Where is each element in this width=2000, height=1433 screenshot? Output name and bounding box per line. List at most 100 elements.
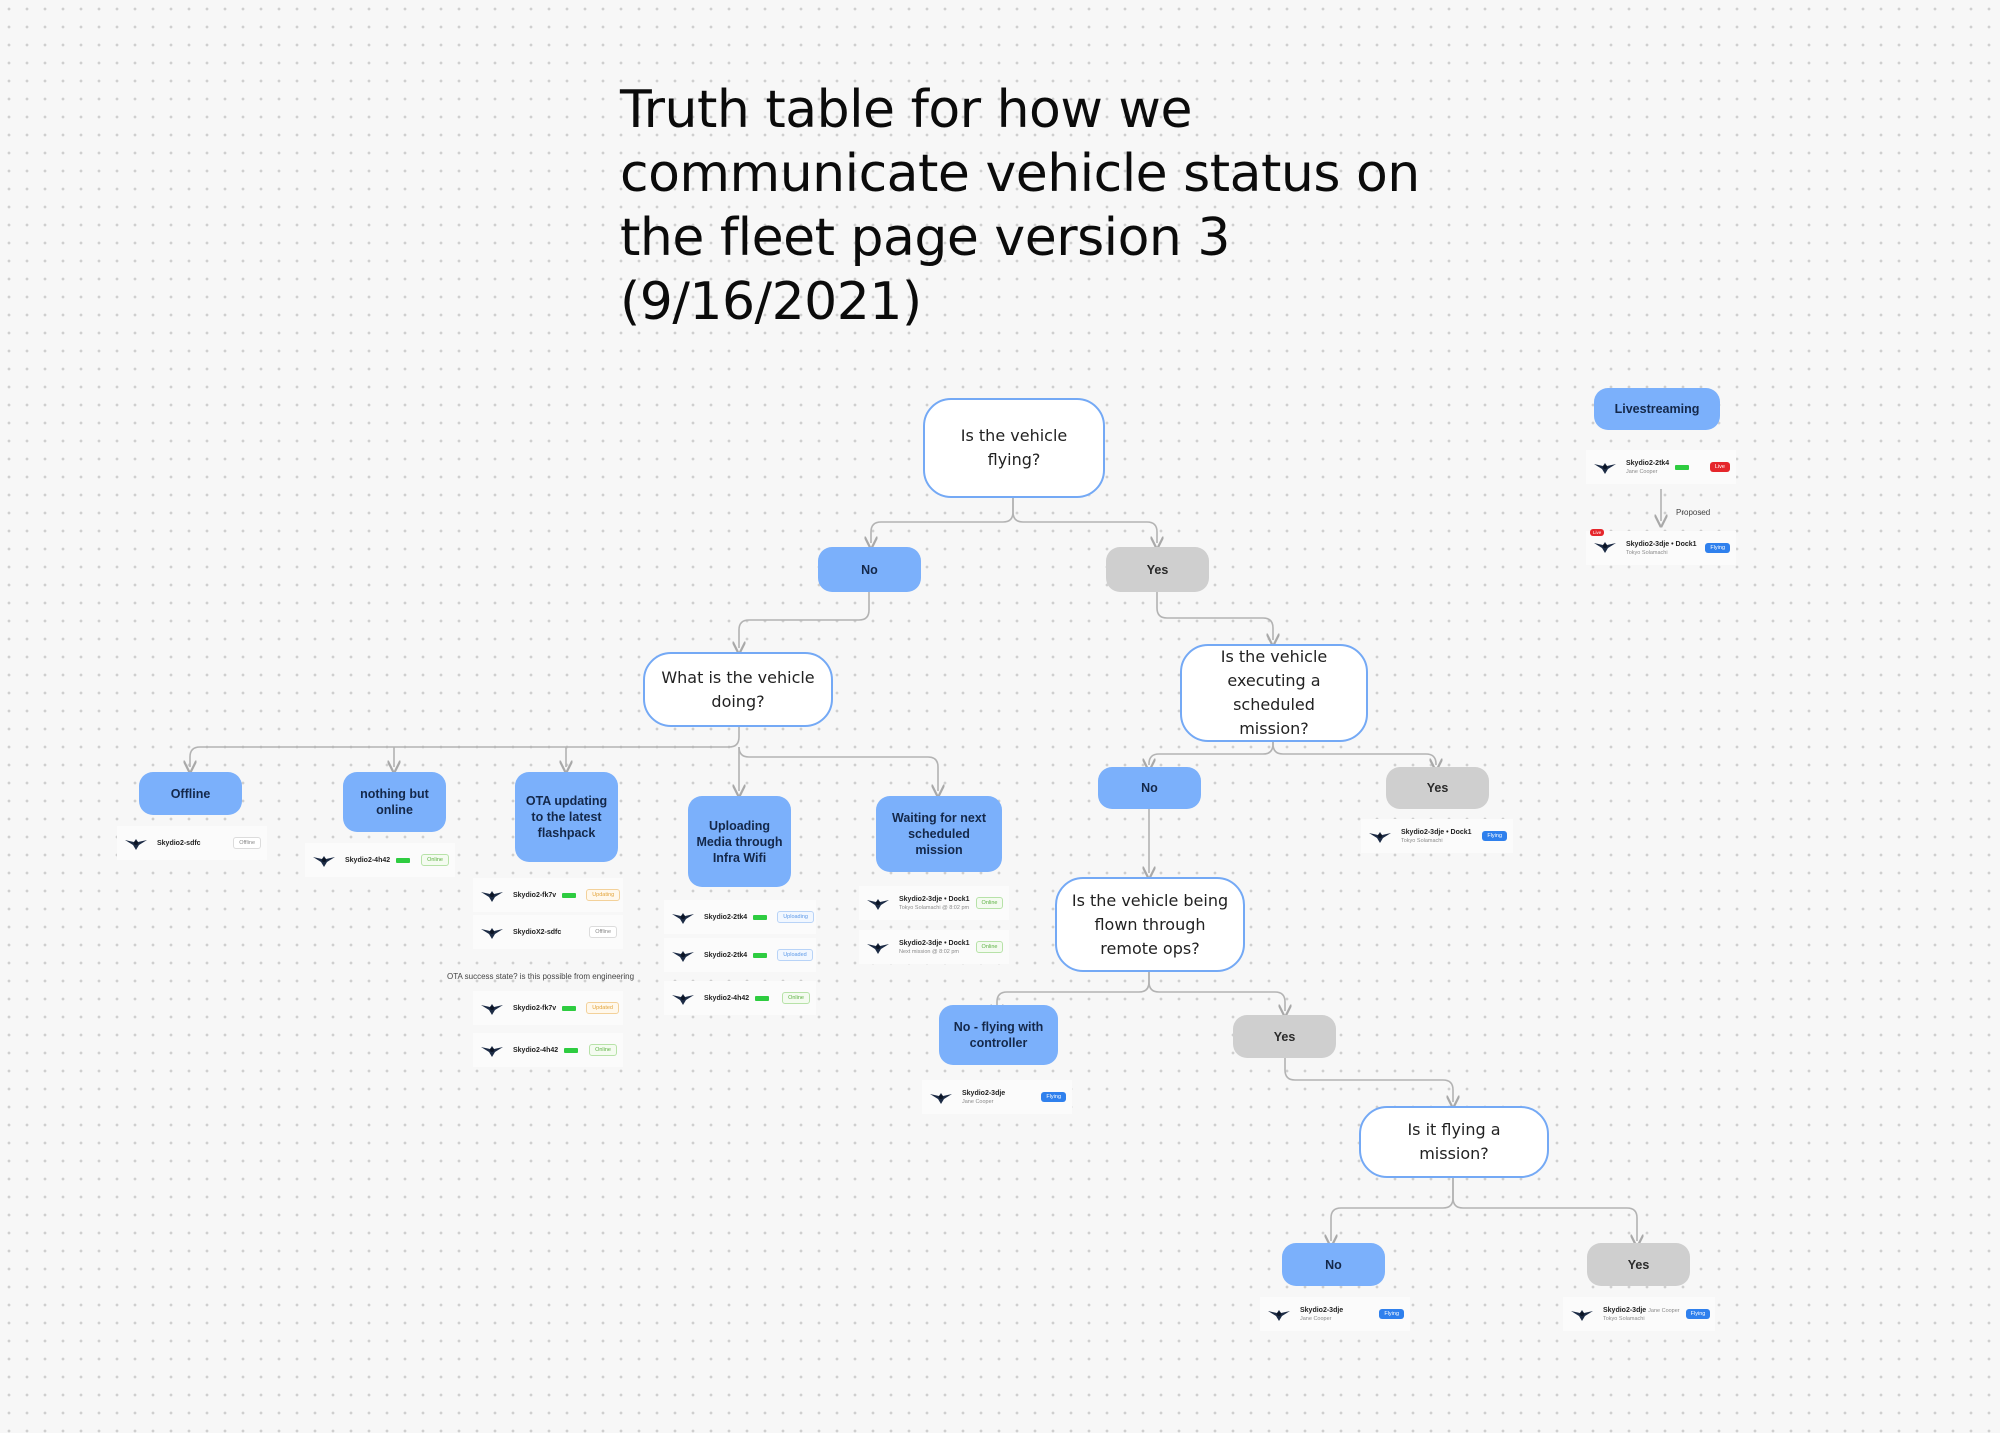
drone-icon (867, 943, 889, 954)
drone-icon (125, 839, 147, 850)
edge-yes-scheduled (1156, 592, 1273, 640)
answer-remote-yes[interactable]: Yes (1233, 1015, 1336, 1058)
vehicle-location: Tokyo Solamachi @ 8:02 pm (899, 904, 970, 911)
answer-flying-no[interactable]: No (818, 547, 921, 592)
drone-icon (1594, 463, 1616, 474)
vehicle-name: Skydio2-3dje • Dock1 (1626, 540, 1697, 548)
edge-mission-yes (1452, 1178, 1637, 1241)
edge-remote-yes (1148, 972, 1285, 1011)
battery-indicator (564, 1047, 579, 1053)
ota-note: OTA success state? is this possible from… (447, 972, 635, 981)
edge-remoteyes-mission (1284, 1058, 1453, 1102)
status-badge: Flying (1482, 831, 1507, 841)
edge-no-doing (739, 592, 870, 648)
question-flying-mission[interactable]: Is it flying a mission? (1359, 1106, 1549, 1178)
answer-mission-yes[interactable]: Yes (1587, 1243, 1690, 1286)
edge-doing-offline (190, 727, 740, 767)
vehicle-row-ota-updating[interactable]: Skydio2-fk7v Updating (473, 878, 623, 912)
live-corner-badge: Live (1590, 528, 1605, 536)
state-livestreaming[interactable]: Livestreaming (1594, 388, 1720, 430)
battery-indicator (562, 1005, 577, 1011)
question-what-doing[interactable]: What is the vehicle doing? (643, 652, 833, 727)
vehicle-name: Skydio2-3dje Jane Cooper (1603, 1307, 1680, 1314)
answer-remote-no[interactable]: No - flying with controller (939, 1005, 1058, 1065)
vehicle-name: Skydio2-3dje • Dock1 (899, 939, 970, 947)
question-is-flying[interactable]: Is the vehicle flying? (923, 398, 1105, 498)
status-badge: Updated (586, 1002, 619, 1014)
state-online[interactable]: nothing but online (343, 772, 446, 832)
vehicle-name: Skydio2-3dje (1300, 1306, 1344, 1314)
vehicle-row-offline[interactable]: Skydio2-sdfc Offline (117, 826, 267, 860)
vehicle-row-upload-online[interactable]: Skydio2-4h42 Online (664, 981, 816, 1015)
status-badge: Live (1709, 462, 1730, 472)
vehicle-name: Skydio2-3dje (962, 1089, 1006, 1097)
battery-indicator (396, 857, 411, 863)
status-badge: Online (589, 1044, 617, 1056)
edge-doing-waiting (738, 746, 938, 791)
state-waiting[interactable]: Waiting for next scheduled mission (876, 796, 1002, 872)
vehicle-name: Skydio2-sdfc (157, 839, 201, 847)
edge-sched-no (1149, 742, 1274, 765)
status-badge: Online (975, 897, 1004, 909)
vehicle-name: Skydio2-fk7v (513, 1004, 557, 1012)
state-ota[interactable]: OTA updating to the latest flashpack (515, 772, 618, 862)
state-uploading[interactable]: Uploading Media through Infra Wifi (688, 796, 791, 887)
drone-icon (481, 1046, 503, 1057)
status-badge: Uploaded (777, 949, 813, 961)
drone-icon (672, 951, 694, 962)
answer-flying-yes[interactable]: Yes (1106, 547, 1209, 592)
vehicle-name: Skydio2-4h42 (513, 1046, 559, 1054)
battery-indicator (753, 952, 768, 958)
answer-mission-no[interactable]: No (1282, 1243, 1385, 1286)
vehicle-name: Skydio2-4h42 (345, 856, 391, 864)
vehicle-name: SkydioX2-sdfc (513, 928, 562, 936)
question-scheduled-mission[interactable]: Is the vehicle executing a scheduled mis… (1180, 644, 1368, 742)
vehicle-name: Skydio2-3dje • Dock1 (1401, 828, 1472, 836)
vehicle-row-ota-updated[interactable]: Skydio2-fk7v Updated (473, 991, 623, 1025)
vehicle-row-uploaded[interactable]: Skydio2-2tk4 Uploaded (664, 938, 816, 972)
drone-icon (1594, 541, 1616, 553)
status-badge: Flying (1041, 1092, 1066, 1102)
edge-mission-no (1331, 1178, 1454, 1241)
answer-scheduled-no[interactable]: No (1098, 767, 1201, 809)
status-badge: Online (782, 992, 810, 1004)
battery-indicator (1675, 464, 1690, 470)
vehicle-name: Skydio2-fk7v (513, 891, 557, 899)
drone-icon (481, 891, 503, 902)
vehicle-pilot: Jane Cooper (1648, 1307, 1680, 1314)
status-badge: Updating (586, 889, 621, 901)
status-badge: Uploading (777, 911, 814, 923)
vehicle-name: Skydio2-2tk4 (704, 951, 748, 959)
vehicle-row-ota-offline[interactable]: SkydioX2-sdfc Offline (473, 915, 623, 949)
battery-indicator (562, 892, 577, 898)
vehicle-name: Skydio2-3dje • Dock1 (899, 895, 970, 903)
status-badge: Flying (1685, 1309, 1711, 1319)
drone-icon (481, 1004, 503, 1015)
drone-icon (672, 994, 694, 1005)
vehicle-row-uploading[interactable]: Skydio2-2tk4 Uploading (664, 900, 816, 934)
battery-indicator (755, 995, 770, 1001)
status-badge: Flying (1705, 543, 1730, 553)
vehicle-location: Tokyo Solamachi (1626, 549, 1668, 556)
question-remote-ops[interactable]: Is the vehicle being flown through remot… (1055, 877, 1245, 972)
status-badge: Offline (589, 926, 617, 938)
edge-sched-yes (1272, 742, 1436, 765)
drone-icon (1369, 832, 1391, 843)
vehicle-row-ota-online[interactable]: Skydio2-4h42 Online (473, 1033, 623, 1067)
edge-flying-no (871, 498, 1014, 543)
answer-scheduled-yes[interactable]: Yes (1386, 767, 1489, 809)
status-badge: Offline (233, 837, 261, 849)
state-offline[interactable]: Offline (139, 772, 242, 815)
vehicle-row-online[interactable]: Skydio2-4h42 Online (305, 843, 455, 877)
vehicle-name-text: Skydio2-3dje (1603, 1306, 1647, 1314)
drone-icon (1571, 1310, 1593, 1321)
